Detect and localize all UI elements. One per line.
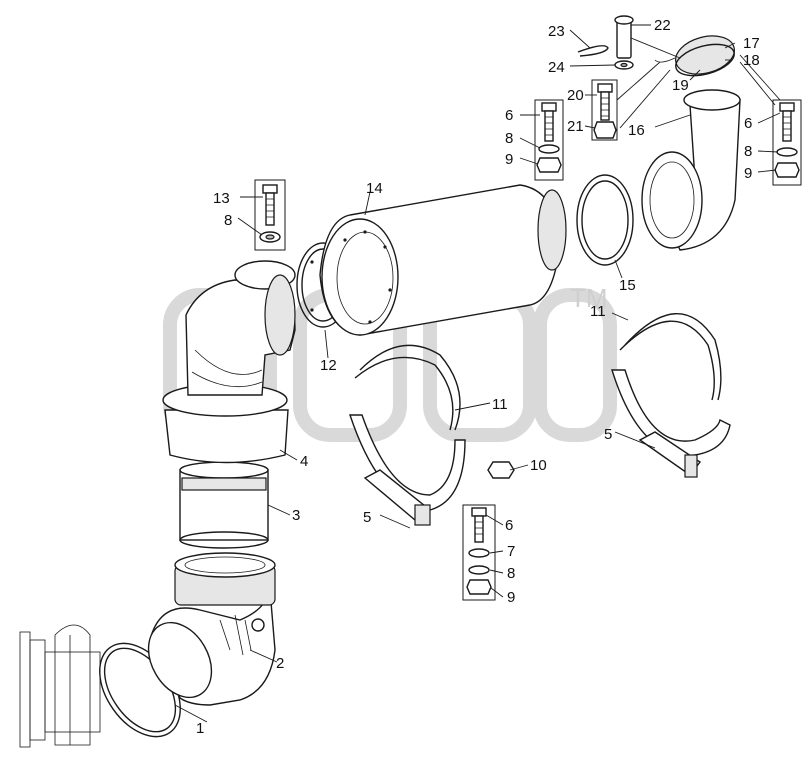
- label-6-upper: 6: [505, 107, 513, 124]
- label-12: 12: [320, 357, 337, 374]
- label-8-upper: 8: [505, 130, 513, 147]
- part-3-sleeve: [179, 461, 269, 549]
- part-17-cap: [654, 35, 735, 77]
- side-view-sketch: [19, 624, 101, 748]
- part-14-muffler: [319, 184, 567, 336]
- bolt-stack-13: [254, 179, 286, 251]
- strap-right: [611, 313, 731, 478]
- label-11-center: 11: [492, 396, 508, 413]
- label-22: 22: [654, 17, 671, 34]
- pin-group: [577, 15, 634, 70]
- part-labels: 1 2 3 4 5 5 6 6 6 7 8 8 8 8 9 9 9 10 11 …: [196, 17, 760, 737]
- part-4-elbow: [162, 260, 296, 464]
- label-10: 10: [530, 457, 547, 474]
- part-2-elbow: [147, 552, 276, 706]
- label-16: 16: [628, 122, 645, 139]
- label-11-right: 11: [590, 303, 606, 320]
- label-7: 7: [507, 543, 515, 560]
- label-13: 13: [213, 190, 230, 207]
- label-1: 1: [196, 720, 204, 737]
- strap-center: [349, 344, 466, 526]
- label-9-upper: 9: [505, 151, 513, 168]
- nut-10: [487, 461, 515, 479]
- label-21: 21: [567, 118, 584, 135]
- watermark-tm: ТМ: [570, 283, 608, 313]
- label-14: 14: [366, 180, 383, 197]
- label-2: 2: [276, 655, 284, 672]
- label-24: 24: [548, 59, 565, 76]
- label-15: 15: [619, 277, 636, 294]
- label-5-center: 5: [363, 509, 371, 526]
- label-4: 4: [300, 453, 308, 470]
- label-3: 3: [292, 507, 300, 524]
- leader-lines: [174, 37, 781, 723]
- label-17: 17: [743, 35, 760, 52]
- label-9-lower: 9: [507, 589, 515, 606]
- part-16-elbow: [641, 89, 741, 251]
- label-8-right: 8: [744, 143, 752, 160]
- label-20: 20: [567, 87, 584, 104]
- label-8-bolt13: 8: [224, 212, 232, 229]
- bolt-stack-right: [772, 99, 802, 186]
- label-6-right: 6: [744, 115, 752, 132]
- label-9-right: 9: [744, 165, 752, 182]
- label-6-lower: 6: [505, 517, 513, 534]
- label-18: 18: [743, 52, 760, 69]
- bolt-box-20-21: [591, 79, 618, 141]
- part-15-ring: [576, 174, 634, 266]
- label-19: 19: [672, 77, 689, 94]
- bolt-stack-upper: [534, 99, 564, 181]
- label-5-right: 5: [604, 426, 612, 443]
- label-23: 23: [548, 23, 565, 40]
- bolt-stack-lower: [462, 504, 496, 601]
- label-8-lower: 8: [507, 565, 515, 582]
